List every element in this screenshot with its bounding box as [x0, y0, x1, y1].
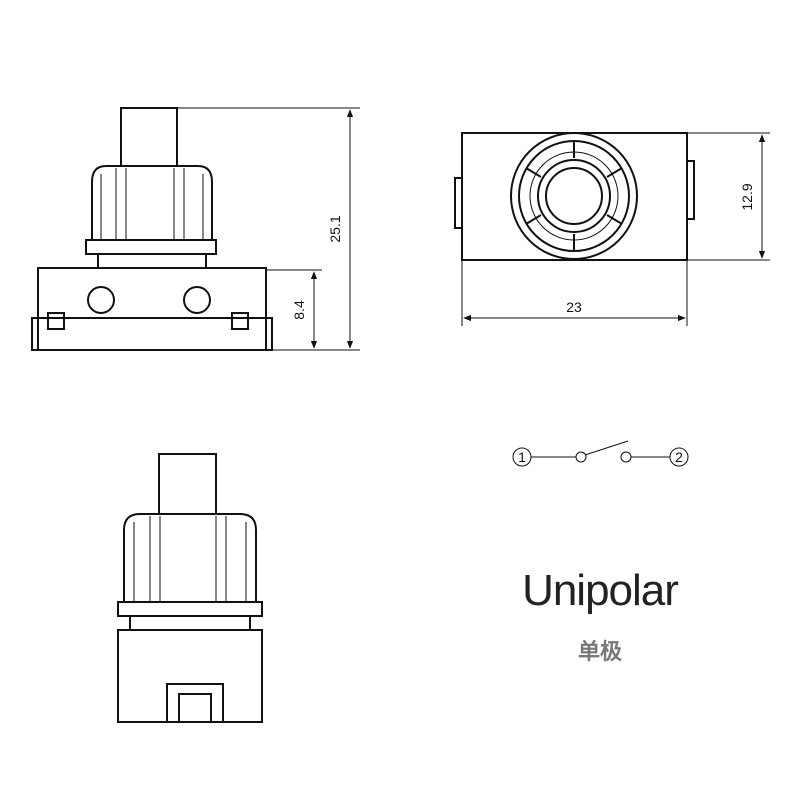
front-view: 25.1 8.4 — [31, 107, 360, 351]
terminal-2-circle — [669, 447, 689, 467]
side-view — [117, 453, 263, 723]
contact-left — [575, 451, 587, 463]
front-base-foot — [31, 317, 273, 351]
front-neck — [97, 253, 207, 269]
front-slot-right — [231, 312, 249, 330]
contact-right — [620, 451, 632, 463]
front-slot-left — [47, 312, 65, 330]
dim-base-height: 8.4 — [291, 300, 307, 320]
top-plunger — [545, 167, 603, 225]
side-cap-ribs — [133, 516, 247, 602]
top-cap-spokes — [525, 141, 623, 251]
dim-width: 23 — [566, 299, 582, 315]
side-neck — [129, 615, 251, 631]
side-base — [117, 629, 263, 723]
front-rivet-left — [87, 286, 115, 314]
top-cap-outer — [510, 132, 638, 260]
front-cap-ribs — [100, 168, 204, 240]
front-plunger — [120, 107, 178, 167]
front-base — [37, 267, 267, 351]
terminal-2-label: 2 — [675, 449, 683, 465]
side-window-outer — [166, 683, 224, 723]
front-rivet-right — [183, 286, 211, 314]
side-plunger — [158, 453, 217, 515]
side-cap — [123, 513, 257, 602]
title-chinese: 单极 — [577, 640, 622, 665]
switch-schematic: 1 2 — [512, 440, 689, 467]
dim-total-height: 25.1 — [327, 215, 343, 242]
top-tab-right — [686, 160, 695, 220]
title-english: Unipolar — [522, 566, 679, 615]
top-tab-left — [454, 177, 463, 229]
switch-lever — [584, 440, 629, 456]
top-view: 12.9 23 — [454, 132, 770, 326]
top-plunger-ring — [537, 159, 611, 233]
terminal-1-label: 1 — [518, 449, 526, 465]
side-collar — [117, 601, 263, 617]
front-cap — [91, 165, 213, 240]
side-window-inner — [178, 693, 212, 723]
front-collar — [85, 239, 217, 255]
dim-top-height: 12.9 — [739, 183, 755, 210]
